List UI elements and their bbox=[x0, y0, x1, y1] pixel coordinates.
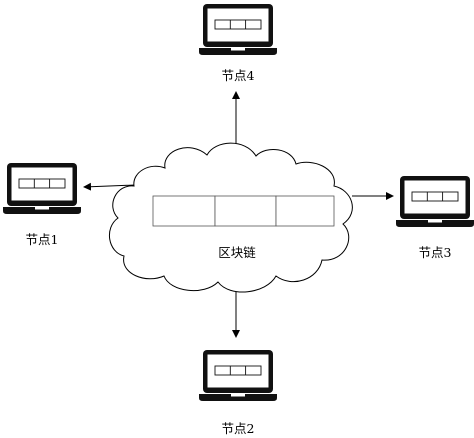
blockchain-label: 区块链 bbox=[218, 245, 256, 260]
laptop-icon bbox=[198, 349, 278, 402]
laptop-icon bbox=[395, 175, 474, 228]
node-2: 节点2 bbox=[198, 349, 278, 436]
laptop-icon bbox=[2, 162, 82, 215]
node-3-label: 节点3 bbox=[419, 245, 452, 260]
node-1: 节点1 bbox=[2, 162, 82, 247]
blockchain-cloud: 区块链 bbox=[109, 142, 353, 293]
arrow-to-node1 bbox=[83, 182, 136, 191]
ledger-blocks bbox=[152, 195, 335, 227]
node-4: 节点4 bbox=[198, 3, 278, 83]
node-2-label: 节点2 bbox=[222, 421, 255, 436]
node-1-label: 节点1 bbox=[26, 232, 59, 247]
node-4-label: 节点4 bbox=[222, 68, 255, 83]
laptop-icon bbox=[198, 3, 278, 56]
node-3: 节点3 bbox=[395, 175, 474, 260]
